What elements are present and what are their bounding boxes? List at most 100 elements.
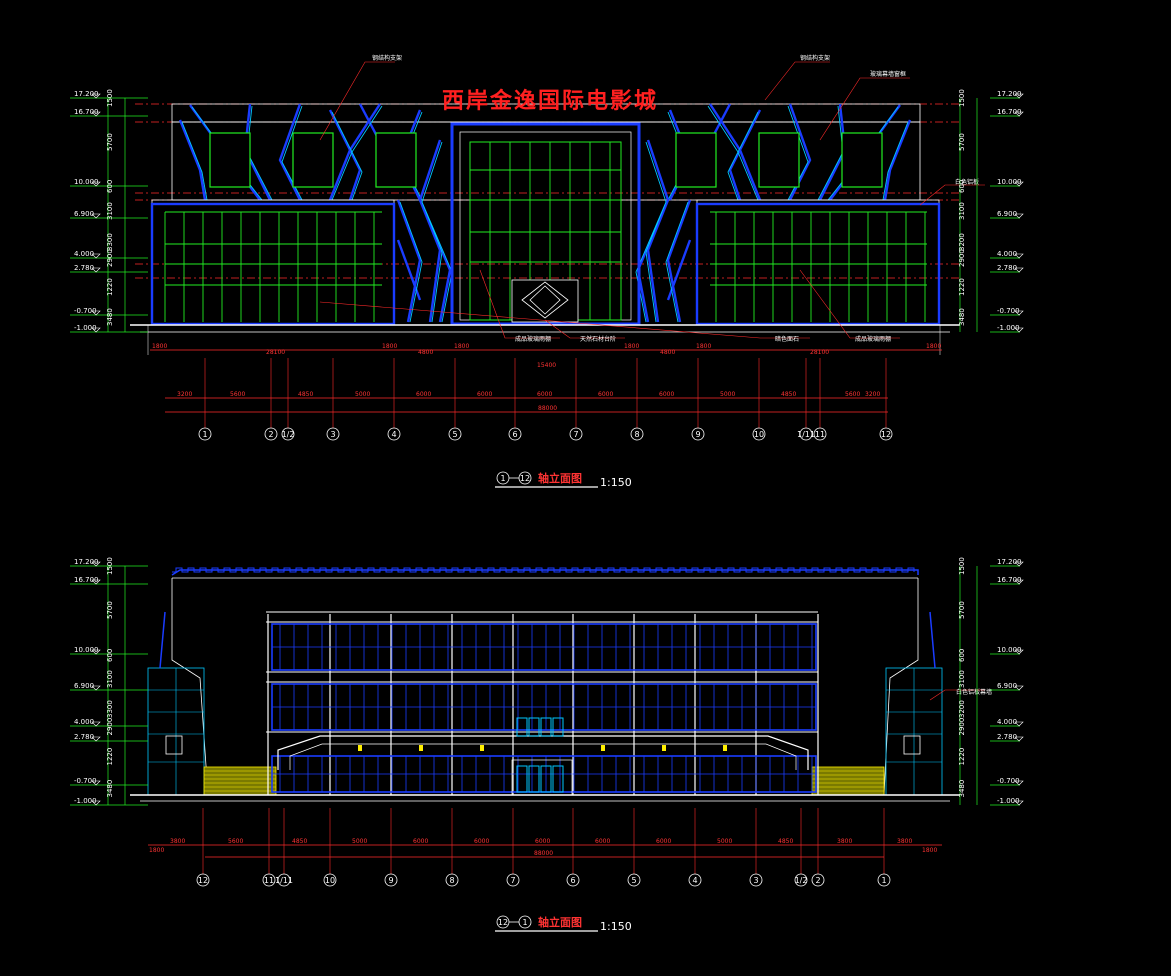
level-dim-label: 600 — [106, 180, 114, 193]
svg-text:4800: 4800 — [418, 349, 433, 356]
level-value: 2.780 — [74, 264, 94, 272]
dim-label: 5000 — [720, 391, 735, 398]
dim-label: 5600 — [845, 391, 860, 398]
svg-text:12: 12 — [498, 918, 508, 927]
dim-label: 6000 — [474, 838, 489, 845]
rear-overall-dim: 88000 — [534, 850, 553, 857]
level-dim-label: 600 — [958, 180, 966, 193]
note-stone-steps: 天然石材台阶 — [580, 335, 616, 343]
axis-bubble — [448, 427, 462, 441]
level-value: 2.780 — [997, 264, 1017, 272]
level-value: 6.900 — [997, 682, 1017, 690]
level-dim-label: 3480 — [958, 308, 966, 326]
axis-label: 6 — [512, 430, 517, 439]
svg-text:1800: 1800 — [696, 343, 711, 350]
level-dim-label: 2900 — [106, 249, 114, 267]
axis-bubble — [569, 427, 583, 441]
level-dim-label: 3100 — [106, 670, 114, 688]
level-value: -1.000 — [74, 797, 97, 805]
level-mark — [1014, 649, 1024, 655]
axis-label: 3 — [330, 430, 335, 439]
level-dim-label: 1500 — [106, 557, 114, 575]
dim-label: 6000 — [535, 838, 550, 845]
level-value: 10.000 — [997, 178, 1022, 186]
axis-label: 9 — [388, 876, 393, 885]
level-mark — [91, 685, 101, 691]
axis-label: 10 — [325, 876, 335, 885]
level-value: 4.000 — [74, 250, 94, 258]
svg-text:1800: 1800 — [149, 847, 164, 854]
svg-text:1800: 1800 — [926, 343, 941, 350]
level-value: 17.200 — [997, 558, 1022, 566]
level-dim-label: 2900 — [958, 249, 966, 267]
axis-bubble — [262, 873, 276, 887]
axis-label: 4 — [391, 430, 396, 439]
axis-bubble — [691, 427, 705, 441]
level-mark — [91, 327, 101, 333]
level-mark — [1014, 310, 1024, 316]
dim-label: 4850 — [781, 391, 796, 398]
light — [601, 745, 605, 751]
axis-label: 11 — [264, 876, 274, 885]
level-value: 17.200 — [74, 558, 99, 566]
level-mark — [91, 253, 101, 259]
dim-label: 5600 — [228, 838, 243, 845]
axis-label: 12 — [881, 430, 891, 439]
level-dim-label: 600 — [106, 649, 114, 662]
level-dim-label: 3300 — [106, 700, 114, 718]
svg-text:28100: 28100 — [810, 349, 829, 356]
level-value: -0.700 — [997, 307, 1020, 315]
level-mark — [91, 649, 101, 655]
level-mark — [91, 721, 101, 727]
axis-label: 7 — [510, 876, 515, 885]
axis-label: 3 — [753, 876, 758, 885]
axis-label: 2 — [268, 430, 273, 439]
level-mark — [91, 561, 101, 567]
level-mark — [1014, 721, 1024, 727]
note-curtain-frame: 玻璃幕墙窗框 — [870, 70, 906, 78]
dim-label: 6000 — [416, 391, 431, 398]
dim-label: 6000 — [595, 838, 610, 845]
svg-text:1800: 1800 — [454, 343, 469, 350]
level-dim-label: 3480 — [106, 308, 114, 326]
axis-bubble — [688, 873, 702, 887]
light — [662, 745, 666, 751]
axis-bubble — [384, 873, 398, 887]
level-mark — [91, 93, 101, 99]
axis-label: 5 — [452, 430, 457, 439]
dim-label: 3800 — [837, 838, 852, 845]
level-value: 2.780 — [74, 733, 94, 741]
level-dim-label: 3300 — [106, 233, 114, 251]
axis-label: 1/2 — [795, 876, 808, 885]
level-mark — [1014, 181, 1024, 187]
level-markers: 17.200 16.700 10.000 6.900 4.000 2.780 -0.700 -… — [70, 89, 1024, 806]
axis-bubble — [877, 873, 891, 887]
level-value: 16.700 — [997, 108, 1022, 116]
level-value: 16.700 — [997, 576, 1022, 584]
dim-label: 3200 — [865, 391, 880, 398]
axis-bubble — [749, 873, 763, 887]
level-dim-label: 600 — [958, 649, 966, 662]
axis-label: 1 — [202, 430, 207, 439]
level-dim-label: 1220 — [958, 748, 966, 766]
level-dim-label: 5700 — [106, 133, 114, 151]
level-dim-label: 3200 — [958, 700, 966, 718]
svg-text:1800: 1800 — [922, 847, 937, 854]
axis-bubble — [323, 873, 337, 887]
dim-label: 5000 — [352, 838, 367, 845]
axis-bubble — [387, 427, 401, 441]
level-mark — [91, 181, 101, 187]
level-value: -1.000 — [74, 324, 97, 332]
svg-text:1: 1 — [500, 474, 505, 483]
axis-label: 8 — [634, 430, 639, 439]
axis-label: 11 — [815, 430, 825, 439]
level-mark — [91, 310, 101, 316]
dim-label: 6000 — [656, 838, 671, 845]
axis-bubble — [630, 427, 644, 441]
level-dim-label: 5700 — [106, 601, 114, 619]
dim-label: 5600 — [230, 391, 245, 398]
light — [480, 745, 484, 751]
axis-bubble — [508, 427, 522, 441]
